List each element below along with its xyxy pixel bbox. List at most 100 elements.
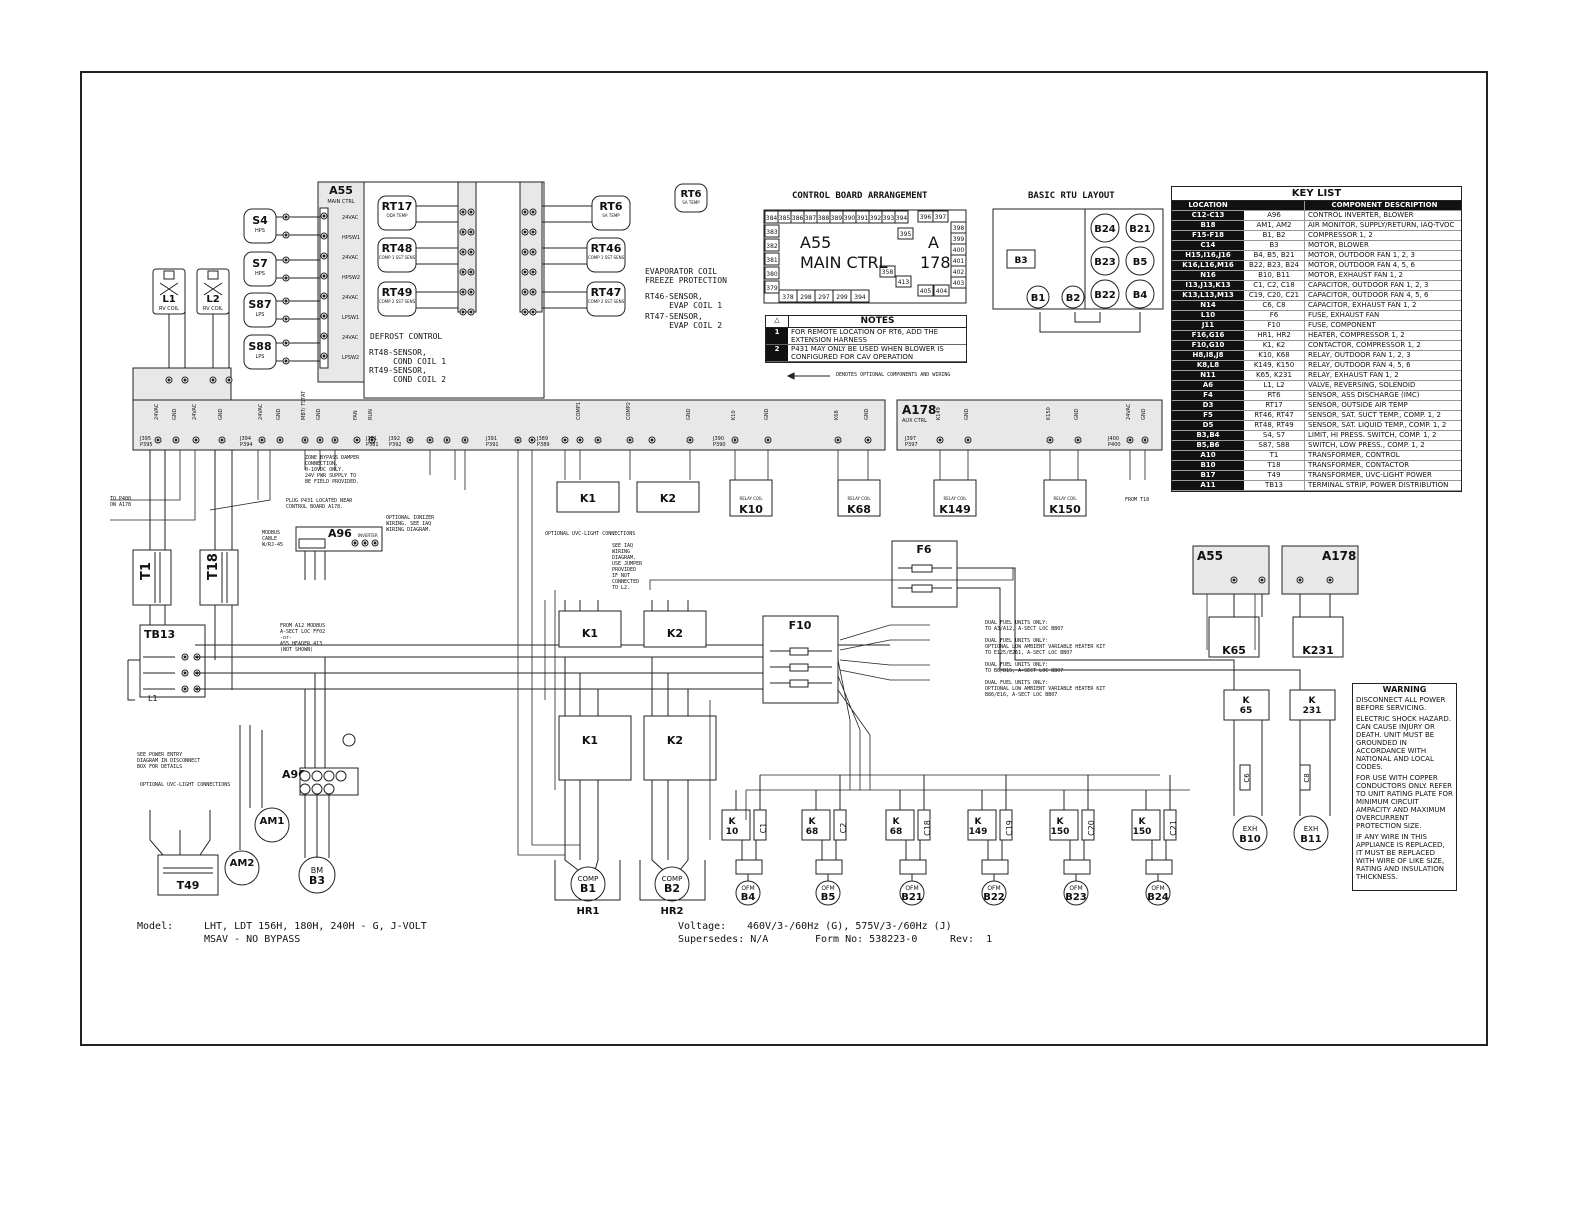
connector-j381-p: P381 — [366, 442, 379, 448]
reversing-valves: L1 RV COIL L2 RV COIL — [132, 268, 233, 401]
fan-relay-body — [1131, 809, 1161, 841]
key-list-loc: A10 — [1172, 451, 1244, 460]
cb-connector — [764, 280, 780, 294]
key-list-loc: A11 — [1172, 481, 1244, 490]
pin-dot — [428, 438, 432, 442]
key-list-desc: SENSOR, SAT. SUCT TEMP., COMP. 1, 2 — [1308, 411, 1441, 419]
pin-dot — [322, 294, 326, 298]
dual-fuel-4: DUAL FUEL UNITS ONLY: OPTIONAL LOW AMBIE… — [985, 680, 1106, 698]
modbus-note: MODBUS CABLE W/RJ-45 — [262, 530, 284, 548]
pin-dot — [563, 438, 567, 442]
s7-label: S7 — [252, 257, 268, 270]
pressure-switch-body — [243, 334, 277, 370]
key-list-loc: B3,B4 — [1172, 431, 1244, 440]
pin-dot — [322, 214, 326, 218]
pin-dot — [1048, 438, 1052, 442]
rt49-sub: COMP 2 SST SENS — [379, 299, 416, 304]
connector-j392-p: P392 — [389, 442, 402, 448]
fan-plug — [735, 859, 763, 875]
f6-fuse-block: F6 — [891, 540, 958, 608]
hr1-label: HR1 — [576, 906, 599, 917]
cb-connector — [894, 210, 909, 224]
fan-relay-k: K — [893, 817, 901, 827]
cb-connector-label: 400 — [953, 247, 965, 254]
pin-dot — [469, 250, 473, 254]
a96-inverter-top: A96 INVERTER — [295, 526, 383, 580]
fan-relay-k: K — [809, 817, 817, 827]
a55-pin-label: HPSW1 — [342, 235, 360, 241]
key-list-desc: RELAY, OUTDOOR FAN 1, 2, 3 — [1308, 351, 1411, 359]
cb-a55: A55 — [800, 233, 831, 252]
s88-sub: LPS — [256, 354, 265, 360]
relay-coil-sub: RELAY COIL — [847, 496, 871, 501]
see-power-note: SEE POWER ENTRY DIAGRAM IN DISCONNECT BO… — [137, 752, 201, 770]
a96-terminal — [299, 770, 311, 782]
key-list-desc: SENSOR, OUTSIDE AIR TEMP — [1308, 401, 1408, 409]
cb-connector-label: 388 — [818, 215, 830, 222]
pin-dot — [353, 541, 357, 545]
pin-dot — [523, 210, 527, 214]
temp-sensor-body — [586, 281, 626, 317]
contactors-aux: K1 K2 — [558, 600, 707, 648]
fan-cap-label: C19 — [1005, 820, 1014, 836]
key-list-desc: SWITCH, LOW PRESS., COMP. 1, 2 — [1308, 441, 1425, 449]
rtu-item-label: B1 — [1031, 293, 1046, 304]
pin-dot — [650, 438, 654, 442]
a55-subtitle: MAIN CTRL — [327, 199, 355, 205]
rtu-b3: B3 — [1014, 256, 1027, 266]
t49-transformer: T49 — [149, 810, 219, 896]
model-line1: LHT, LDT 156H, 180H, 240H - G, J-VOLT — [204, 921, 427, 932]
fan-cap-label: C18 — [923, 820, 932, 836]
a55-pin-label: HPSW2 — [342, 275, 360, 281]
a55-right-label: A55 — [1197, 549, 1223, 563]
pin-dot — [523, 230, 527, 234]
pin-dot — [284, 233, 288, 237]
key-list-comp: T49 — [1244, 471, 1305, 480]
pin-dot — [523, 250, 527, 254]
svg-text:RV COIL: RV COIL — [203, 306, 223, 312]
k2-coil-body — [636, 481, 700, 513]
key-list-loc: A6 — [1172, 381, 1244, 390]
key-list-loc: D3 — [1172, 401, 1244, 410]
cb-connector-label: 405 — [920, 288, 932, 295]
rt47-desc: RT47-SENSOR, EVAP COIL 2 — [645, 312, 723, 330]
connector-j389-p: P389 — [537, 442, 550, 448]
cb-connector — [950, 276, 967, 289]
a96-terminal — [335, 770, 347, 782]
pin-dot — [461, 270, 465, 274]
b2-label: B2 — [664, 882, 680, 895]
key-list-loc: F15-F18 — [1172, 231, 1244, 240]
k1-main-label: K1 — [582, 734, 598, 747]
pin-dot — [174, 438, 178, 442]
pin-dot — [531, 210, 535, 214]
key-list-desc: COMPRESSOR 1, 2 — [1308, 231, 1373, 239]
key-list-desc: MOTOR, BLOWER — [1308, 241, 1369, 249]
cb-a178: A — [928, 233, 939, 252]
connector-j400: J400 — [1107, 436, 1119, 442]
key-list-desc: TRANSFORMER, UVC-LIGHT POWER — [1308, 471, 1432, 479]
b11-label: B11 — [1300, 834, 1322, 845]
pressure-switch-body — [243, 292, 277, 328]
pin-dot — [284, 276, 288, 280]
t18-label: T18 — [206, 553, 221, 580]
a178-right-label: A178 — [1322, 549, 1356, 563]
cb-connector — [764, 266, 780, 280]
rt49-desc: RT49-SENSOR, COND COIL 2 — [369, 366, 447, 384]
cb-connector-label: 381 — [766, 257, 778, 264]
cb-connector — [933, 284, 950, 297]
key-list-loc: L10 — [1172, 311, 1244, 320]
exhaust-fans: A55 A178 K65 K231 K 65 K 231 EXH B10 EXH… — [957, 545, 1359, 851]
dual-fuel-3: DUAL FUEL UNITS ONLY: TO B6/B15, A-SECT … — [985, 662, 1064, 674]
pin-dot — [363, 541, 367, 545]
a96-terminal — [311, 783, 323, 795]
bar-pin-label: RUN — [368, 409, 374, 420]
rt49-label: RT49 — [382, 286, 413, 299]
key-list: KEY LIST LOCATION COMPONENT DESCRIPTION … — [1171, 186, 1462, 492]
s4-sub: HPS — [255, 228, 265, 234]
pin-dot — [322, 354, 326, 358]
fan-relay-body — [1049, 809, 1079, 841]
